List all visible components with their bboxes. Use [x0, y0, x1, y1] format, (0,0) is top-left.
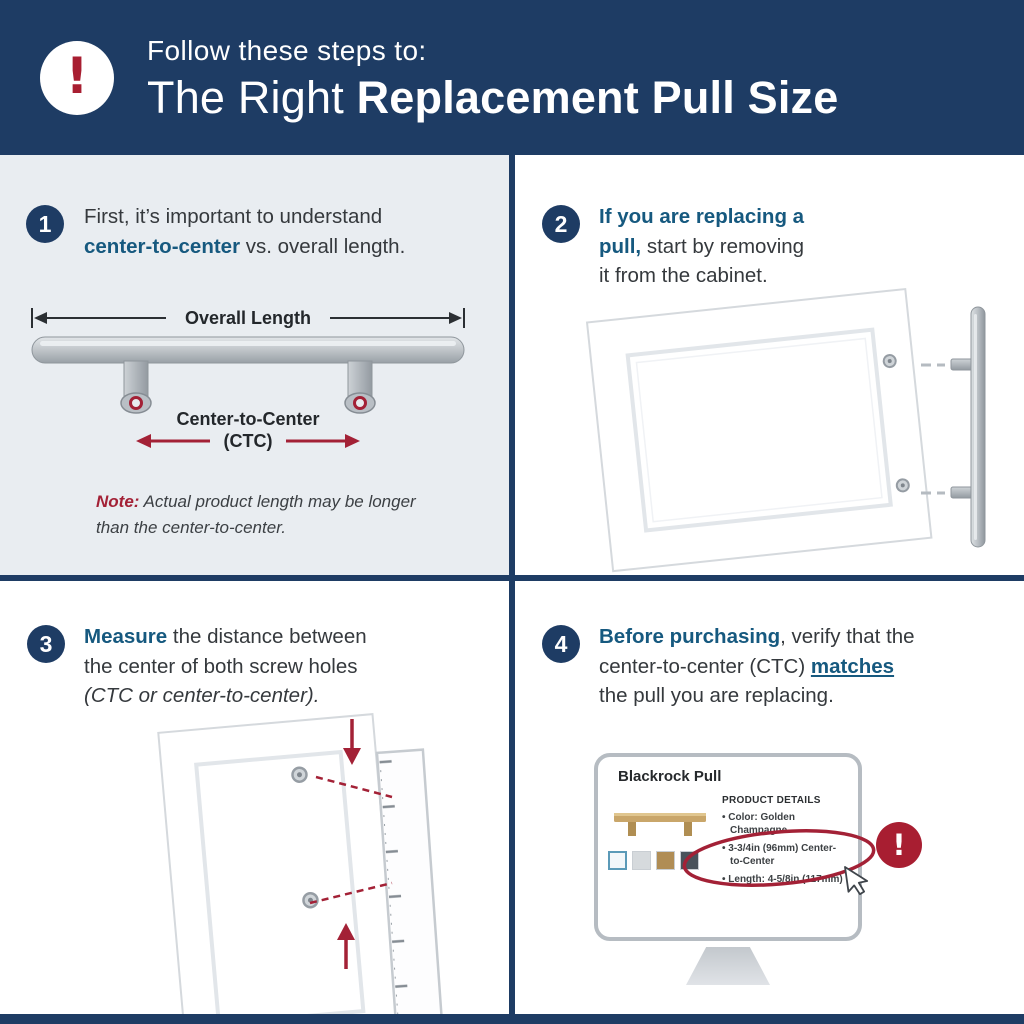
- step2-line1: If you are replacing a: [599, 205, 805, 228]
- arrow-down: [343, 748, 361, 765]
- title-bold: Replacement Pull Size: [356, 72, 839, 123]
- cabinet-door: [585, 287, 933, 573]
- removed-bar-pull: [950, 306, 986, 548]
- bullet-color: • Color: Golden Champagne: [722, 812, 795, 836]
- ctc-label: Center-to-Center: [176, 409, 319, 429]
- step2-number-badge: 2: [542, 205, 580, 243]
- thumbnail-3[interactable]: [656, 851, 675, 870]
- golden-pull-image: [614, 813, 706, 836]
- exclamation-icon: !: [40, 40, 114, 115]
- step2-text: If you are replacing a pull, start by re…: [599, 202, 989, 291]
- step1-line1: First, it’s important to understand: [84, 205, 383, 228]
- bullet-ctc: • 3-3/4in (96mm) Center-to-Center: [722, 843, 837, 867]
- page-title: The Right Replacement Pull Size: [147, 75, 838, 120]
- pull-removal-illustration: [585, 287, 986, 573]
- screw-hole-marker-left: [129, 396, 143, 410]
- thumbnail-selected[interactable]: [608, 851, 627, 870]
- step2-panel: 2 If you are replacing a pull, start by …: [515, 155, 1024, 575]
- step1-text: First, it’s important to understand cent…: [84, 202, 484, 261]
- bar-pull-drawing: [31, 336, 465, 414]
- product-details: PRODUCT DETAILS • Color: Golden Champagn…: [722, 795, 844, 891]
- title-prefix: The Right: [147, 72, 357, 123]
- step2-line2-bold: pull,: [599, 234, 642, 258]
- alert-icon: !: [876, 822, 922, 868]
- step3-text: Measure the distance between the center …: [84, 622, 474, 711]
- step4-line1-bold: Before purchasing: [599, 625, 781, 648]
- step1-ctc-term: center-to-center: [84, 234, 241, 258]
- measuring-illustration: [157, 713, 444, 1014]
- header-intro: Follow these steps to:: [147, 35, 427, 66]
- step3-measure-term: Measure: [84, 625, 168, 648]
- note-text: Actual product length may be longer than…: [96, 492, 416, 537]
- step1-panel: 1 First, it’s important to understand ce…: [0, 155, 509, 575]
- bullet-length: • Length: 4-5/8in (117mm): [722, 874, 843, 885]
- cabinet-door-corner: [157, 713, 403, 1014]
- ctc-dimension: Center-to-Center (CTC): [136, 409, 360, 451]
- step2-line3: it from the cabinet.: [599, 264, 768, 288]
- step1-note: Note: Actual product length may be longe…: [96, 489, 426, 540]
- computer-monitor: Blackrock Pull PRODUCT DETAILS • Color: …: [594, 753, 862, 941]
- step3-line2: the center of both screw holes: [84, 654, 358, 678]
- step1-line2-rest: vs. overall length.: [240, 234, 406, 258]
- step4-line1-rest: , verify that the: [780, 625, 915, 648]
- overall-length-dimension: Overall Length: [31, 308, 465, 328]
- alert-glyph: !: [892, 828, 906, 862]
- monitor-stand: [686, 947, 770, 985]
- product-thumbnails: [608, 851, 699, 870]
- step1-number-badge: 1: [26, 205, 64, 243]
- step3-number-badge: 3: [27, 625, 65, 663]
- ctc-abbr-label: (CTC): [224, 431, 273, 451]
- exclamation-glyph: !: [65, 46, 89, 105]
- ruler: [375, 748, 444, 1014]
- ctc-measure-marks: [309, 719, 393, 969]
- overall-length-label: Overall Length: [185, 308, 311, 328]
- note-label: Note:: [96, 492, 140, 511]
- arrow-up: [337, 923, 355, 940]
- step3-line1-rest: the distance between: [167, 625, 367, 648]
- step4-line2-pre: center-to-center (CTC): [599, 654, 811, 678]
- bottom-border-bar: [0, 1014, 1024, 1024]
- steps-grid: 1 First, it’s important to understand ce…: [0, 155, 1024, 1014]
- step3-line3: (CTC or center-to-center).: [84, 684, 320, 708]
- step4-panel: 4 Before purchasing, verify that the cen…: [515, 581, 1024, 1014]
- header-banner: ! Follow these steps to: The Right Repla…: [0, 0, 1024, 155]
- step4-matches-term: matches: [810, 654, 895, 678]
- thumbnail-4[interactable]: [680, 851, 699, 870]
- product-name: Blackrock Pull: [618, 768, 722, 785]
- header-text: Follow these steps to: The Right Replace…: [147, 35, 838, 120]
- screw-hole-marker-right: [353, 396, 367, 410]
- motion-dashes: [921, 363, 945, 495]
- details-heading: PRODUCT DETAILS: [722, 795, 821, 806]
- step2-line2-rest: start by removing: [641, 234, 805, 258]
- pull-measurement-diagram: Overall Length Center-to-Center (CTC): [31, 308, 465, 451]
- step3-panel: 3 Measure the distance between the cente…: [0, 581, 509, 1014]
- step4-text: Before purchasing, verify that the cente…: [599, 622, 999, 711]
- step4-number-badge: 4: [542, 625, 580, 663]
- thumbnail-2[interactable]: [632, 851, 651, 870]
- step4-line3: the pull you are replacing.: [599, 684, 834, 708]
